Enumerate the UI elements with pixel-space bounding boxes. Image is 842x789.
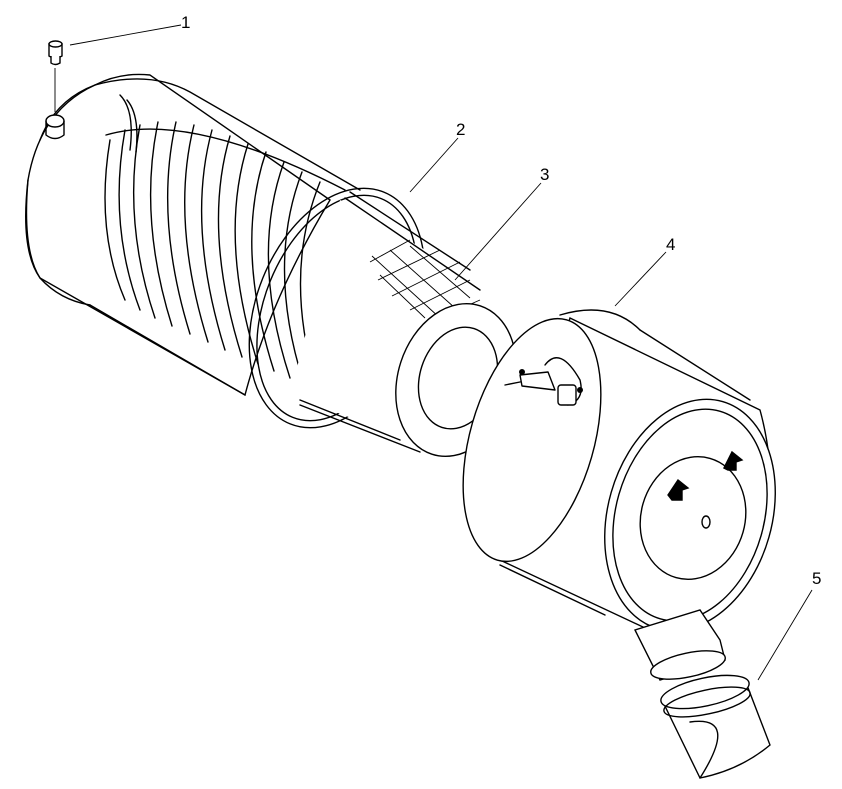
filter-mesh [369,239,481,323]
callout-5: 5 [812,569,822,588]
leader-3 [454,182,542,281]
callout-1: 1 [181,13,191,32]
part-cover [462,309,776,636]
leader-2 [409,137,459,193]
callout-2: 2 [456,120,466,139]
leader-4 [614,251,667,307]
leader-lines [69,24,813,681]
callout-3: 3 [540,165,550,184]
leader-1 [69,24,182,46]
leader-5 [757,589,813,681]
callout-4: 4 [666,235,676,254]
cover-latch [504,357,583,406]
part-screw [48,40,63,112]
part-housing [25,73,471,441]
part-dust-valve [634,609,771,779]
